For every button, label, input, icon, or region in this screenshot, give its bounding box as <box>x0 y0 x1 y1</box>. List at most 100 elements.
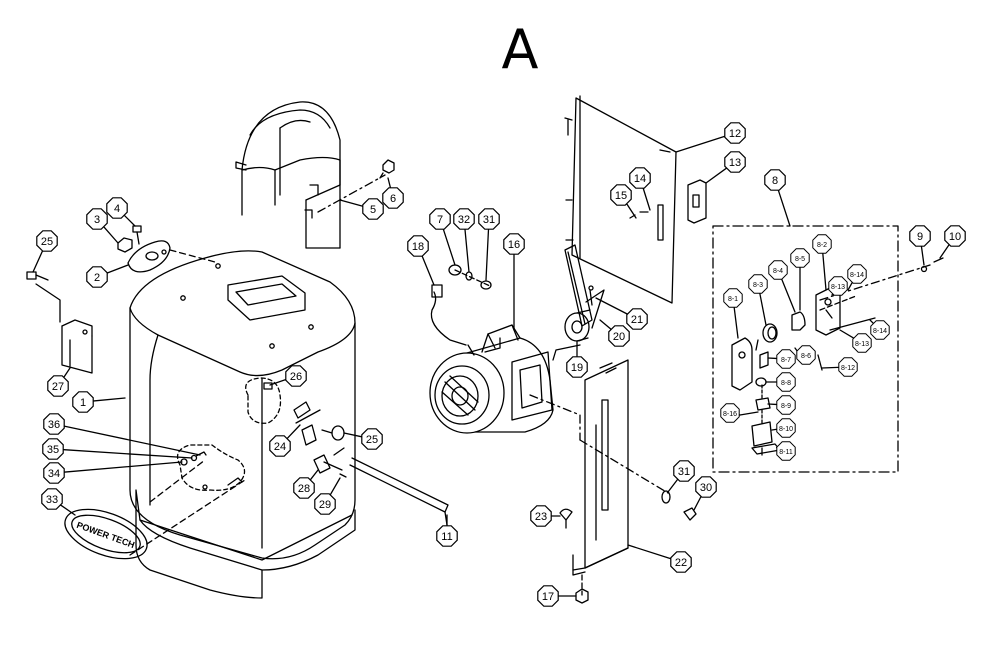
leader-line-s13b <box>839 329 855 339</box>
callout-c10: 10 <box>944 225 966 247</box>
breakout-outline <box>176 377 282 491</box>
parts-9-10 <box>920 257 944 273</box>
callout-bubble <box>670 551 692 573</box>
sublabel-text: 8-12 <box>841 365 855 372</box>
leader-line-s4 <box>781 278 796 313</box>
cover-5 <box>235 101 341 249</box>
callout-label: 25 <box>366 434 378 446</box>
sublabel-text: 8-11 <box>779 449 793 456</box>
sublabel-bubble <box>776 372 796 392</box>
callout-bubble <box>673 460 695 482</box>
callout-bubble <box>537 585 559 607</box>
sublabel-bubble <box>720 403 740 423</box>
leader-line-s3 <box>759 293 767 326</box>
callout-label: 31 <box>483 214 495 226</box>
sublabel-s1: 8-1 <box>723 288 743 308</box>
diagram-title: A <box>501 18 539 81</box>
callout-c27: 27 <box>47 375 69 397</box>
callout-c6: 6 <box>382 187 404 209</box>
leader-line-c4 <box>124 215 136 227</box>
leader-line-c21 <box>595 297 628 315</box>
callout-c5: 5 <box>362 198 384 220</box>
leader-line-c36 <box>64 425 201 456</box>
callout-label: 28 <box>298 483 310 495</box>
callout-label: 17 <box>542 591 554 603</box>
callout-c14: 14 <box>629 167 651 189</box>
callout-bubble <box>269 435 291 457</box>
callout-bubble <box>42 438 64 460</box>
callout-c17: 17 <box>537 585 559 607</box>
callout-label: 25 <box>41 236 53 248</box>
callout-label: 12 <box>729 128 741 140</box>
callout-label: 32 <box>458 214 470 226</box>
sublabel-text: 8-7 <box>781 357 791 364</box>
sublabel-s11: 8-11 <box>776 441 796 461</box>
leader-line-c30 <box>693 496 702 511</box>
callout-c7: 7 <box>429 208 451 230</box>
nut-17 <box>575 588 589 604</box>
callout-bubble <box>382 187 404 209</box>
callout-label: 18 <box>412 241 424 253</box>
callout-label: 4 <box>114 203 120 215</box>
leader-line-s14b <box>869 319 874 324</box>
sublabel-bubble <box>852 333 872 353</box>
sublabel-text: 8-13 <box>855 341 869 348</box>
leader-line-c12 <box>675 135 726 153</box>
leader-line-c20 <box>599 319 612 330</box>
callout-c18: 18 <box>407 235 429 257</box>
screw-23 <box>559 508 573 529</box>
sublabel-s13a: 8-13 <box>828 276 848 296</box>
leader-line-c5 <box>339 199 364 207</box>
plate-2 <box>127 240 216 273</box>
callout-bubble <box>610 184 632 206</box>
sublabel-text: 8-14 <box>873 328 887 335</box>
sublabel-text: 8-16 <box>723 411 737 418</box>
callout-c1: 1 <box>72 391 94 413</box>
callout-c9: 9 <box>909 225 931 247</box>
bracket-27 <box>61 319 93 374</box>
leader-line-c22 <box>627 544 672 560</box>
housing-body <box>129 250 356 599</box>
callout-bubble <box>429 208 451 230</box>
callout-label: 20 <box>613 331 625 343</box>
screw-4 <box>132 225 142 245</box>
sublabel-bubble <box>748 274 768 294</box>
bolt-6 <box>379 159 395 179</box>
sublabel-bubble <box>776 395 796 415</box>
callout-bubble <box>503 233 525 255</box>
callout-c35: 35 <box>42 438 64 460</box>
sublabel-bubble <box>828 276 848 296</box>
leader-line-c1 <box>93 397 126 402</box>
callout-bubble <box>909 225 931 247</box>
callout-label: 13 <box>729 157 741 169</box>
parts-7-31-32 <box>448 264 492 290</box>
sublabel-s12: 8-12 <box>838 357 858 377</box>
leader-line-c27 <box>63 367 71 378</box>
callout-bubble <box>478 208 500 230</box>
sublabel-bubble <box>776 441 796 461</box>
centerline <box>129 479 246 556</box>
sublabel-text: 8-6 <box>801 353 811 360</box>
pulley-19 <box>564 309 591 342</box>
callout-bubble <box>361 428 383 450</box>
centerline <box>149 459 206 503</box>
callout-label: 27 <box>52 381 64 393</box>
callout-c19: 19 <box>566 356 588 378</box>
callout-label: 19 <box>571 362 583 374</box>
callout-c25a: 25 <box>36 230 58 252</box>
sublabel-s7: 8-7 <box>776 349 796 369</box>
callout-label: 29 <box>319 499 331 511</box>
centerline <box>529 394 581 441</box>
sublabel-s16: 8-16 <box>720 403 740 423</box>
callout-label: 2 <box>94 272 100 284</box>
sublabel-s2: 8-2 <box>812 234 832 254</box>
sublabel-bubble <box>847 264 867 284</box>
sublabel-bubble <box>776 418 796 438</box>
callout-c2: 2 <box>86 266 108 288</box>
washer-31-bolt-30 <box>661 490 697 521</box>
callout-label: 6 <box>390 193 396 205</box>
bracket-22 <box>572 359 629 576</box>
sublabel-text: 8-8 <box>781 380 791 387</box>
key-21 <box>588 285 594 306</box>
